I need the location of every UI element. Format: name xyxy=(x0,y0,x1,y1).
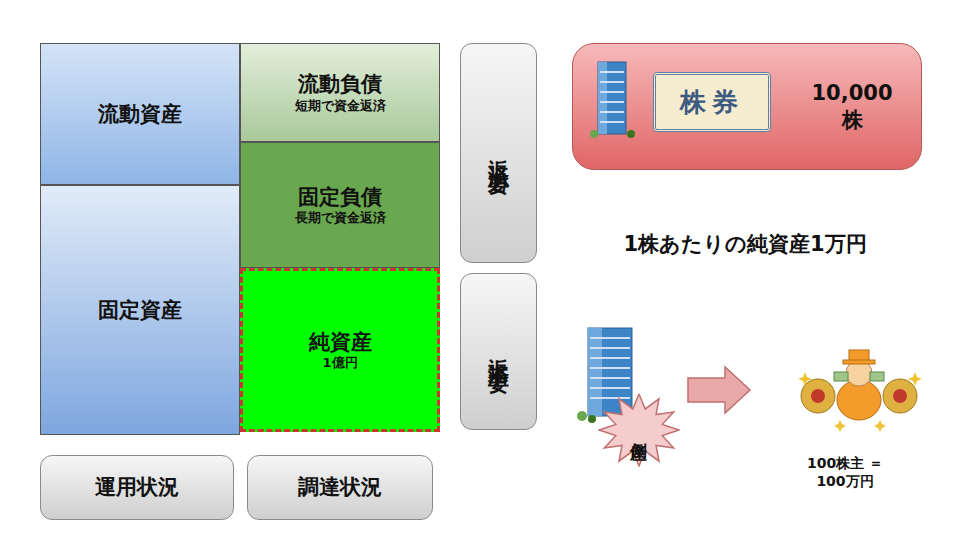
money-bag xyxy=(883,379,917,413)
building-shade xyxy=(588,328,602,416)
node-title: 調達状況 xyxy=(298,474,382,500)
suit-body xyxy=(837,380,881,420)
bag-mark xyxy=(893,389,907,403)
node-title: 返済必要 xyxy=(485,141,511,165)
node-title: 運用状況 xyxy=(95,474,179,500)
node-note: 1億円 xyxy=(322,355,357,371)
rich-shareholder xyxy=(798,350,922,432)
node-title: 固定資産 xyxy=(98,297,182,323)
hat-top xyxy=(849,350,869,362)
asset-block: 固定資産 xyxy=(40,185,240,435)
sparkles xyxy=(798,372,922,432)
share-certificate: 株券 xyxy=(653,72,771,132)
repay-tag: 返済必要 xyxy=(460,43,537,263)
status-tag: 調達状況 xyxy=(247,455,433,520)
equity-block: 純資産1億円 xyxy=(240,268,440,432)
asset-block: 流動資産 xyxy=(40,43,240,185)
node-title: 固定負債 xyxy=(298,184,382,210)
tree xyxy=(588,415,596,423)
share-box: 10,000 株 株券 xyxy=(572,43,922,170)
tree xyxy=(577,411,587,421)
money-bag xyxy=(801,379,835,413)
block-arrow xyxy=(688,367,750,413)
cash xyxy=(870,372,884,381)
bag-mark xyxy=(811,389,825,403)
summary-note: 1株あたりの純資産1万円 xyxy=(585,230,905,258)
building-windows xyxy=(590,338,630,398)
node-title: 流動資産 xyxy=(98,101,182,127)
node-title: 返済不要 xyxy=(485,340,511,364)
repay-tag: 返済不要 xyxy=(460,273,537,430)
hat-brim xyxy=(843,360,875,364)
liability-block: 流動負債短期で資金返済 xyxy=(240,43,440,142)
node-title: 純資産 xyxy=(309,329,372,355)
status-tag: 運用状況 xyxy=(40,455,234,520)
node-note: 短期で資金返済 xyxy=(295,98,386,114)
node-title: 10,000 株 xyxy=(811,80,893,133)
face xyxy=(846,360,872,386)
node-title: 流動負債 xyxy=(298,71,382,97)
burst-outline xyxy=(598,393,680,467)
burst-shape xyxy=(599,394,679,466)
cash xyxy=(834,372,848,381)
node-note: 長期で資金返済 xyxy=(295,210,386,226)
node-title: 株券 xyxy=(680,86,744,119)
bankrupt-burst: 倒産 xyxy=(598,393,680,467)
shareholder-note: 100株主 ＝100万円 xyxy=(795,455,895,491)
liability-block: 固定負債長期で資金返済 xyxy=(240,142,440,268)
